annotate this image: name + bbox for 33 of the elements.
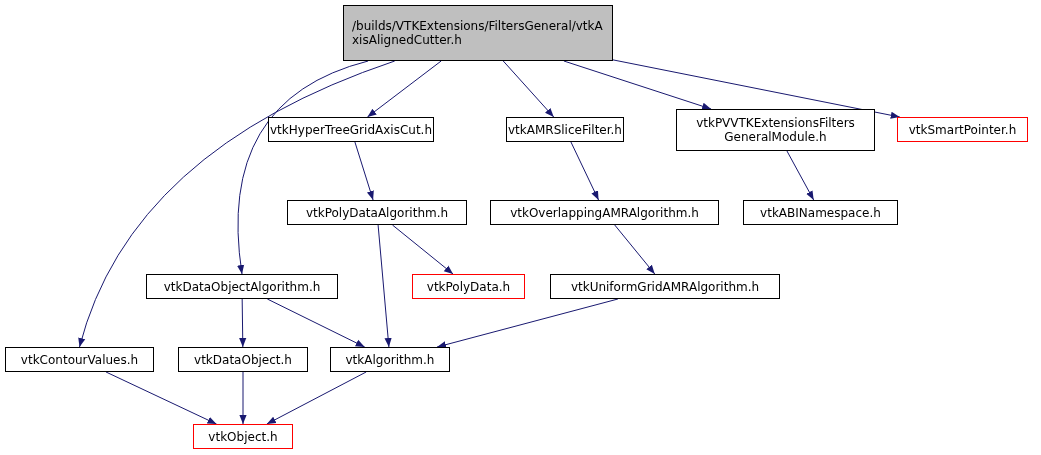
arrow [563, 60, 712, 110]
arrow [239, 298, 247, 348]
arrow [570, 141, 600, 201]
arrow [614, 224, 656, 275]
arrow [354, 141, 374, 201]
arrow [377, 224, 392, 348]
arrow [266, 371, 367, 425]
arrow [237, 60, 369, 275]
file-box: vtkDataObjectAlgorithm.h [146, 274, 338, 299]
file-box: vtkSmartPointer.h [897, 117, 1028, 142]
arrow [105, 371, 217, 425]
arrow [502, 60, 555, 118]
file-box: vtkHyperTreeGridAxisCut.h [268, 117, 434, 142]
file-box: vtkUniformGridAMRAlgorithm.h [550, 274, 780, 299]
file-box: vtkPolyDataAlgorithm.h [287, 200, 467, 225]
arrow [786, 150, 815, 201]
arrow [436, 298, 619, 349]
arrow [391, 224, 454, 275]
arrow [612, 59, 901, 119]
highlighted-file-box: /builds/VTKExtensions/FiltersGeneral/vtkAxisAlignedCutter.h [343, 5, 613, 61]
file-box: vtkDataObject.h [178, 347, 308, 372]
arrow [78, 60, 396, 348]
file-box: vtkABINamespace.h [743, 200, 898, 225]
file-box: vtkObject.h [193, 424, 293, 449]
file-box: vtkContourValues.h [5, 347, 154, 372]
file-box: vtkOverlappingAMRAlgorithm.h [490, 200, 719, 225]
arrow [239, 371, 247, 425]
file-box: vtkPVVTKExtensionsFilters GeneralModule.h [676, 109, 875, 151]
file-box: vtkPolyData.h [412, 274, 525, 299]
file-box: vtkAlgorithm.h [330, 347, 450, 372]
arrow [366, 60, 442, 118]
file-box: vtkAMRSliceFilter.h [506, 117, 624, 142]
arrow [266, 298, 366, 348]
